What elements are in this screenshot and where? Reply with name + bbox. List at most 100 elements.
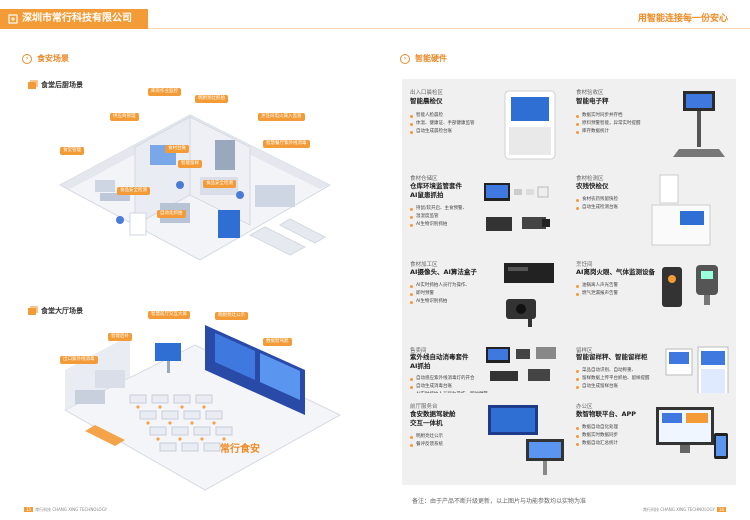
hw-features: 食材农药残留快检 自动生成检测台账 bbox=[576, 196, 618, 212]
hw-name: AI鼠患抓拍 bbox=[410, 191, 444, 199]
hw-category: 出入口晨检区 bbox=[410, 90, 444, 96]
section-title-left: › 食安场景 bbox=[22, 53, 69, 64]
hall-tag-5: 出口紫外线消毒 bbox=[60, 356, 98, 364]
hw-category: 食材检测区 bbox=[576, 176, 604, 182]
company-name: 深圳市常行科技有限公司 bbox=[22, 13, 132, 24]
hw-feature: 明厨亮灶公示 bbox=[410, 433, 443, 441]
hall-illustration bbox=[63, 325, 342, 491]
company-logo-icon bbox=[8, 14, 18, 24]
section-title-right: › 智能硬件 bbox=[400, 53, 447, 64]
kitchen-tag-9: 食品安全检测 bbox=[117, 187, 150, 195]
hw-feature: 体温、健康证、手部健康监管 bbox=[410, 120, 475, 128]
kitchen-tag-10: 食品安全检测 bbox=[203, 180, 236, 188]
hw-card-front-desk: 前厅服务台 食安数据驾驶舱 交互一体机 明厨亮灶公示 餐评反馈系统 bbox=[402, 393, 570, 485]
kitchen-tag-2: 明厨亮灶抓拍 bbox=[195, 95, 228, 103]
data-cockpit-kiosk-image bbox=[488, 405, 564, 475]
hw-feature: 自动生成留样台账 bbox=[576, 383, 650, 391]
hw-feature-cont: 温湿度监管 bbox=[410, 213, 467, 221]
chevron-right-icon: › bbox=[400, 53, 410, 64]
hw-card-storage: 食材仓储区 仓库环境监管套件 AI鼠患抓拍 持鼠/软开启、主食预警、 温湿度监管… bbox=[402, 165, 570, 257]
kitchen-tag-3: 供应商管理 bbox=[110, 113, 139, 121]
kitchen-tag-11: 自动化抓拍 bbox=[157, 210, 186, 218]
hw-feature: AI生物识别抓拍 bbox=[410, 298, 470, 306]
hw-feature: 油锅离人声光告警 bbox=[576, 282, 618, 290]
hw-feature: 数据自动自化处理 bbox=[576, 424, 618, 432]
hw-feature-cont: 即时预警 bbox=[410, 290, 470, 298]
hw-name: 紫外线自动消毒套件 bbox=[410, 353, 469, 361]
hw-feature: 菜品自动识别、自动称重、 bbox=[576, 367, 650, 375]
pesticide-tester-image bbox=[651, 174, 711, 246]
hw-card-office: 办公区 数智物联平台、APP 数据自动自化处理 数据实时数据同步 数据自动汇总统… bbox=[568, 393, 736, 485]
hw-features: 菜品自动识别、自动称重、 留样数据上传平台抓拍、留样提醒 自动生成留样台账 bbox=[576, 367, 650, 391]
hw-card-processing: 食材加工区 AI摄像头、AI算法盒子 AI实时抓拍人员行为操作、 即时预警 AI… bbox=[402, 251, 570, 343]
hall-scene-title: 食堂大厅场景 bbox=[28, 306, 83, 316]
kitchen-scene-title: 食堂后厨场景 bbox=[28, 80, 83, 90]
hw-features: 数据实时同步并存档 原料预警智能，异常实时提醒 库存数据统计 bbox=[576, 112, 641, 136]
hw-features: 持鼠/软开启、主食预警、 温湿度监管 AI生物识别抓拍 bbox=[410, 205, 467, 229]
uv-disinfection-kit-image bbox=[486, 347, 556, 381]
hw-features: 数据自动自化处理 数据实时数据同步 数据自动汇总统计 bbox=[576, 424, 618, 448]
ai-camera-box-image bbox=[504, 263, 554, 327]
hw-feature-cont: 留样数据上传平台抓拍、留样提醒 bbox=[576, 375, 650, 383]
hw-name: 食安数据驾驶舱 bbox=[410, 410, 456, 418]
hw-name: 智能留样秤、智能留样柜 bbox=[576, 353, 648, 361]
hw-feature: 数据实时数据同步 bbox=[576, 432, 618, 440]
section-title-right-text: 智能硬件 bbox=[415, 54, 447, 63]
page-number-left: 15 bbox=[24, 507, 34, 512]
hall-tag-3: 智能后补 bbox=[108, 333, 132, 341]
hw-feature: 自动生成晨检台账 bbox=[410, 128, 475, 136]
kitchen-tag-1: 库房作业监控 bbox=[148, 88, 181, 96]
kitchen-scene-title-text: 食堂后厨场景 bbox=[41, 81, 83, 89]
hw-card-receiving: 食材验收区 智能电子秤 数据实时同步并存档 原料预警智能，异常实时提醒 库存数据… bbox=[568, 79, 736, 171]
hw-feature: 原料预警智能，异常实时提醒 bbox=[576, 120, 641, 128]
section-title-left-text: 食安场景 bbox=[37, 54, 69, 63]
kitchen-tag-8: 智慧餐厅紫外线消毒 bbox=[263, 140, 310, 148]
kitchen-tag-6: 食材台账 bbox=[165, 145, 189, 153]
hw-feature: 持鼠/软开启、主食预警、 bbox=[410, 205, 467, 213]
hw-feature: 自动生成检测台账 bbox=[576, 204, 618, 212]
hw-name: AI离岗火眼、气体监测设备 bbox=[576, 268, 655, 276]
hw-feature: 自动生成消毒台账 bbox=[410, 383, 488, 391]
kitchen-tag-5: 食堂管理 bbox=[60, 147, 84, 155]
hw-category: 前厅服务台 bbox=[410, 404, 438, 410]
hw-feature: 食材农药残留快检 bbox=[576, 196, 618, 204]
hw-name: 智能晨检仪 bbox=[410, 97, 443, 105]
hall-tag-2: 明厨亮灶公示 bbox=[215, 312, 248, 320]
hw-feature: AI实时抓拍人员行为操作、 bbox=[410, 282, 470, 290]
hw-feature: 数据实时同步并存档 bbox=[576, 112, 641, 120]
hw-category: 食材验收区 bbox=[576, 90, 604, 96]
hw-card-testing: 食材检测区 农残快检仪 食材农药残留快检 自动生成检测台账 bbox=[568, 165, 736, 257]
hw-features: 油锅离人声光告警 燃气泄漏报声告警 bbox=[576, 282, 618, 298]
hw-feature: 餐评反馈系统 bbox=[410, 441, 443, 449]
header-divider bbox=[148, 28, 750, 29]
hw-card-checkin: 出入口晨检区 智能晨检仪 智能人脸晨检 体温、健康证、手部健康监管 自动生成晨检… bbox=[402, 79, 570, 171]
kitchen-tag-4: 烹饪间电火属入监管 bbox=[258, 113, 305, 121]
hw-name: 农残快检仪 bbox=[576, 182, 609, 190]
square-icon bbox=[28, 81, 36, 89]
hw-category: 食材仓储区 bbox=[410, 176, 438, 182]
kitchen-tag-7: 智能留样 bbox=[178, 160, 202, 168]
hw-feature: 库存数据统计 bbox=[576, 128, 641, 136]
hw-category: 食材加工区 bbox=[410, 262, 438, 268]
storage-monitor-kit-image bbox=[484, 183, 550, 231]
footer-right-text: 常行科技 CHANG XING TECHNOLOGY bbox=[642, 507, 715, 512]
hw-category: 售卖间 bbox=[410, 348, 427, 354]
hw-features: 智能人脸晨检 体温、健康证、手部健康监管 自动生成晨检台账 bbox=[410, 112, 475, 136]
hw-category: 办公区 bbox=[576, 404, 593, 410]
hw-name: AI抓拍 bbox=[410, 362, 431, 370]
hall-tag-4: 数据智驾舱 bbox=[263, 338, 292, 346]
hw-category: 留样区 bbox=[576, 348, 593, 354]
hw-card-cooking: 烹饪间 AI离岗火眼、气体监测设备 油锅离人声光告警 燃气泄漏报声告警 bbox=[568, 251, 736, 343]
hw-name: 智能电子秤 bbox=[576, 97, 609, 105]
fire-gas-detector-image bbox=[662, 265, 718, 307]
hw-feature: 燃气泄漏报声告警 bbox=[576, 290, 618, 298]
hw-feature: 自动感应紫外线消毒灯的开合 bbox=[410, 375, 488, 383]
square-icon bbox=[28, 307, 36, 315]
morning-check-device-image bbox=[504, 90, 556, 160]
hw-feature: 智能人脸晨检 bbox=[410, 112, 475, 120]
hw-category: 烹饪间 bbox=[576, 262, 593, 268]
chevron-right-icon: › bbox=[22, 53, 32, 64]
